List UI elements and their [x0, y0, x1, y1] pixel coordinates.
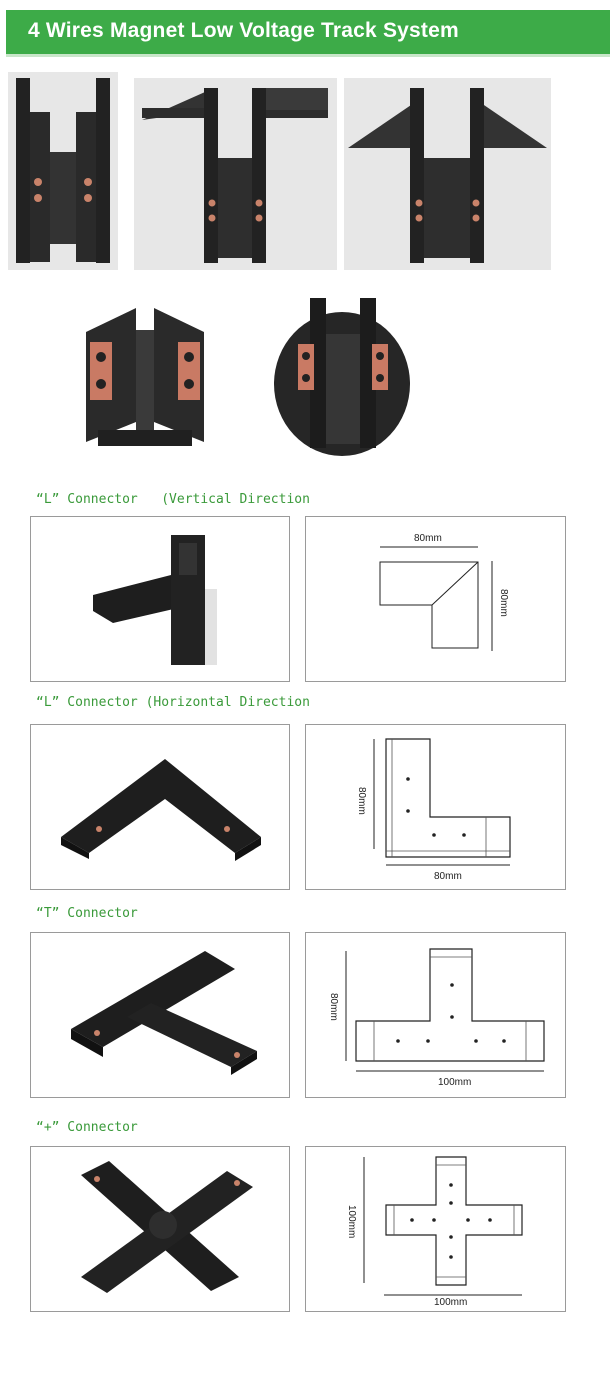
- page-title: 4 Wires Magnet Low Voltage Track System: [28, 19, 459, 42]
- cross-connector-diagram: 100mm 100mm: [305, 1146, 566, 1312]
- section-label-cross: “+” Connector: [36, 1120, 138, 1135]
- l-horizontal-height-dim: 80mm: [356, 787, 367, 815]
- l-vertical-photo: [30, 516, 290, 682]
- section-label-t: “T” Connector: [36, 906, 138, 921]
- title-banner: 4 Wires Magnet Low Voltage Track System: [6, 10, 610, 57]
- cross-connector-width-dim: 100mm: [434, 1297, 468, 1308]
- l-vertical-width-dim: 80mm: [414, 533, 442, 544]
- section-label-l-vertical: “L” Connector (Vertical Direction: [36, 492, 310, 507]
- t-connector-diagram: 80mm 100mm: [305, 932, 566, 1098]
- t-connector-height-dim: 80mm: [328, 993, 339, 1021]
- cross-connector-photo: [30, 1146, 290, 1312]
- track-profile-photo-2: [134, 78, 337, 270]
- l-vertical-height-dim: 80mm: [498, 589, 509, 617]
- track-profile-photo-1: [8, 72, 118, 270]
- l-horizontal-diagram: 80mm 80mm: [305, 724, 566, 890]
- l-horizontal-photo: [30, 724, 290, 890]
- l-horizontal-width-dim: 80mm: [434, 871, 462, 882]
- track-end-view-round: [270, 294, 415, 460]
- t-connector-photo: [30, 932, 290, 1098]
- track-end-view-square: [80, 302, 210, 450]
- l-vertical-diagram: 80mm 80mm: [305, 516, 566, 682]
- track-profile-photo-3: [344, 78, 551, 270]
- section-label-l-horizontal: “L” Connector (Horizontal Direction: [36, 695, 310, 710]
- cross-connector-height-dim: 100mm: [346, 1205, 357, 1239]
- t-connector-width-dim: 100mm: [438, 1077, 472, 1088]
